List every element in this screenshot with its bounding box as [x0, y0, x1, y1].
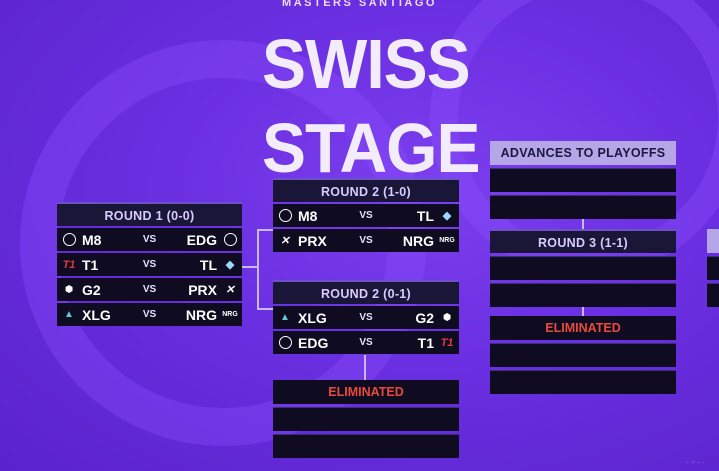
- vs-label: VS: [359, 235, 373, 246]
- eliminated-header: ELIMINATED: [273, 380, 459, 404]
- team-name: T1: [417, 334, 434, 351]
- empty-slot: [707, 256, 719, 280]
- empty-slot: [490, 195, 676, 219]
- nrg-logo-icon: NRG: [222, 311, 238, 318]
- vs-label: VS: [142, 309, 157, 320]
- xlg-logo-icon: ▲: [280, 312, 290, 323]
- round-1-panel: ROUND 1 (0-0) M8 VS EDG T1 T1 VS TL ◆ ⬢ …: [57, 202, 242, 326]
- vs-label: VS: [359, 210, 373, 221]
- team-name: XLG: [298, 309, 327, 326]
- team-name: PRX: [298, 232, 327, 249]
- empty-slot: [490, 256, 676, 280]
- bracket-connector: [242, 266, 258, 268]
- g2-logo-icon: ⬢: [65, 284, 73, 294]
- next-round-panel-partial: [707, 229, 719, 307]
- round-3-header: ROUND 3 (1-1): [490, 229, 676, 253]
- round-2-win-header: ROUND 2 (1-0): [273, 178, 459, 202]
- team-name: T1: [82, 256, 99, 273]
- m8-logo-icon: [61, 233, 77, 247]
- empty-slot: [490, 168, 676, 192]
- match-row[interactable]: T1 T1 VS TL ◆: [57, 253, 242, 276]
- team-name: NRG: [402, 232, 434, 249]
- nrg-logo-icon: NRG: [439, 237, 455, 244]
- round-2-win-panel: ROUND 2 (1-0) M8 VS TL ◆ ✕ PRX VS NRG NR…: [273, 178, 459, 252]
- advances-panel: ADVANCES TO PLAYOFFS: [490, 141, 676, 219]
- match-row[interactable]: ▲ XLG VS G2 ⬢: [273, 306, 459, 329]
- round-1-header: ROUND 1 (0-0): [57, 202, 242, 226]
- bracket-connector: [257, 229, 259, 309]
- team-name: M8: [298, 207, 318, 224]
- team-name: TL: [199, 256, 217, 273]
- eliminated-panel-bottom: ELIMINATED: [273, 380, 459, 458]
- match-row[interactable]: M8 VS EDG: [57, 228, 242, 251]
- edg-logo-icon: [277, 336, 293, 350]
- advances-header: ADVANCES TO PLAYOFFS: [490, 141, 676, 165]
- round-2-loss-header: ROUND 2 (0-1): [273, 280, 459, 304]
- tl-logo-icon: ◆: [442, 210, 452, 222]
- match-row[interactable]: ⬢ G2 VS PRX ✕: [57, 278, 242, 301]
- team-name: XLG: [82, 306, 111, 323]
- round-2-loss-panel: ROUND 2 (0-1) ▲ XLG VS G2 ⬢ EDG VS T1 T1: [273, 280, 459, 354]
- g2-logo-icon: ⬢: [443, 312, 451, 322]
- empty-slot: [273, 407, 459, 431]
- team-name: TL: [416, 207, 434, 224]
- match-row[interactable]: EDG VS T1 T1: [273, 331, 459, 354]
- vs-label: VS: [142, 234, 157, 245]
- t1-logo-icon: T1: [62, 258, 76, 271]
- event-name: MASTERS SANTIAGO: [282, 0, 437, 9]
- m8-logo-icon: [277, 209, 293, 223]
- vs-label: VS: [142, 284, 157, 295]
- empty-slot: [707, 283, 719, 307]
- bracket-connector: [582, 217, 584, 231]
- bracket-connector: [257, 308, 273, 310]
- vs-label: VS: [359, 312, 373, 323]
- vs-label: VS: [142, 259, 157, 270]
- round-3-panel: ROUND 3 (1-1): [490, 229, 676, 307]
- empty-slot: [490, 370, 676, 394]
- page-title: SWISS STAGE: [262, 25, 480, 187]
- prx-logo-icon: ✕: [280, 235, 290, 247]
- t1-logo-icon: T1: [440, 336, 454, 349]
- team-name: G2: [82, 281, 101, 298]
- vs-label: VS: [359, 337, 373, 348]
- watermark: · ⁃ · ·: [686, 458, 705, 467]
- team-name: G2: [415, 309, 434, 326]
- team-name: NRG: [185, 306, 217, 323]
- bracket-connector: [257, 229, 273, 231]
- eliminated-panel-right: ELIMINATED: [490, 316, 676, 394]
- team-name: M8: [82, 231, 102, 248]
- bracket-connector: [582, 304, 584, 318]
- bracket-connector: [364, 355, 366, 380]
- tl-logo-icon: ◆: [225, 259, 235, 271]
- team-name: PRX: [188, 281, 217, 298]
- team-name: EDG: [298, 334, 329, 351]
- match-row[interactable]: ▲ XLG VS NRG NRG: [57, 303, 242, 326]
- edg-logo-icon: [222, 233, 238, 247]
- next-round-header-partial: [707, 229, 719, 253]
- empty-slot: [490, 343, 676, 367]
- match-row[interactable]: ✕ PRX VS NRG NRG: [273, 229, 459, 252]
- empty-slot: [273, 434, 459, 458]
- eliminated-header: ELIMINATED: [490, 316, 676, 340]
- empty-slot: [490, 283, 676, 307]
- team-name: EDG: [186, 231, 217, 248]
- xlg-logo-icon: ▲: [64, 309, 74, 320]
- match-row[interactable]: M8 VS TL ◆: [273, 204, 459, 227]
- prx-logo-icon: ✕: [225, 284, 235, 296]
